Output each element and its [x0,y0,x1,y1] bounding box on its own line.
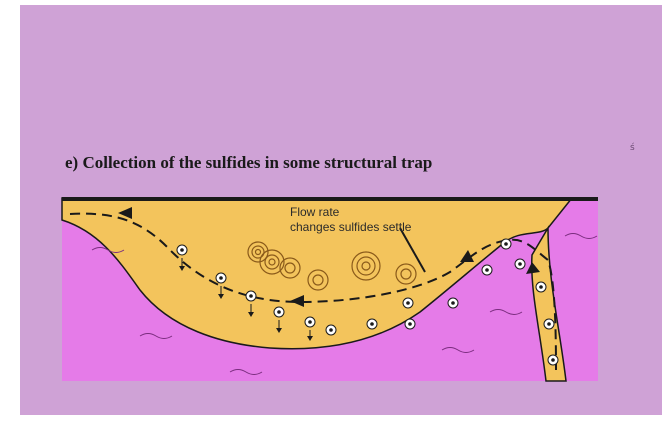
sulfide-particle-icon [403,298,413,308]
sulfide-particle-icon [544,319,554,329]
sulfide-particle-icon [548,355,558,365]
flow-rate-label-line-2: changes sulfides settle [290,220,411,234]
sulfide-particle-icon [536,282,546,292]
sulfide-particle-icon [326,325,336,335]
sulfide-particle-icon [482,265,492,275]
slide-title: e) Collection of the sulfides in some st… [65,153,432,173]
sulfide-particle-icon [405,319,415,329]
sulfide-particle-icon [448,298,458,308]
sulfide-particle-icon [515,259,525,269]
flow-rate-label-line-1: Flow rate [290,205,339,219]
sulfide-particle-icon [367,319,377,329]
specimen-mark: ś [630,142,635,153]
sulfide-particle-icon [501,239,511,249]
